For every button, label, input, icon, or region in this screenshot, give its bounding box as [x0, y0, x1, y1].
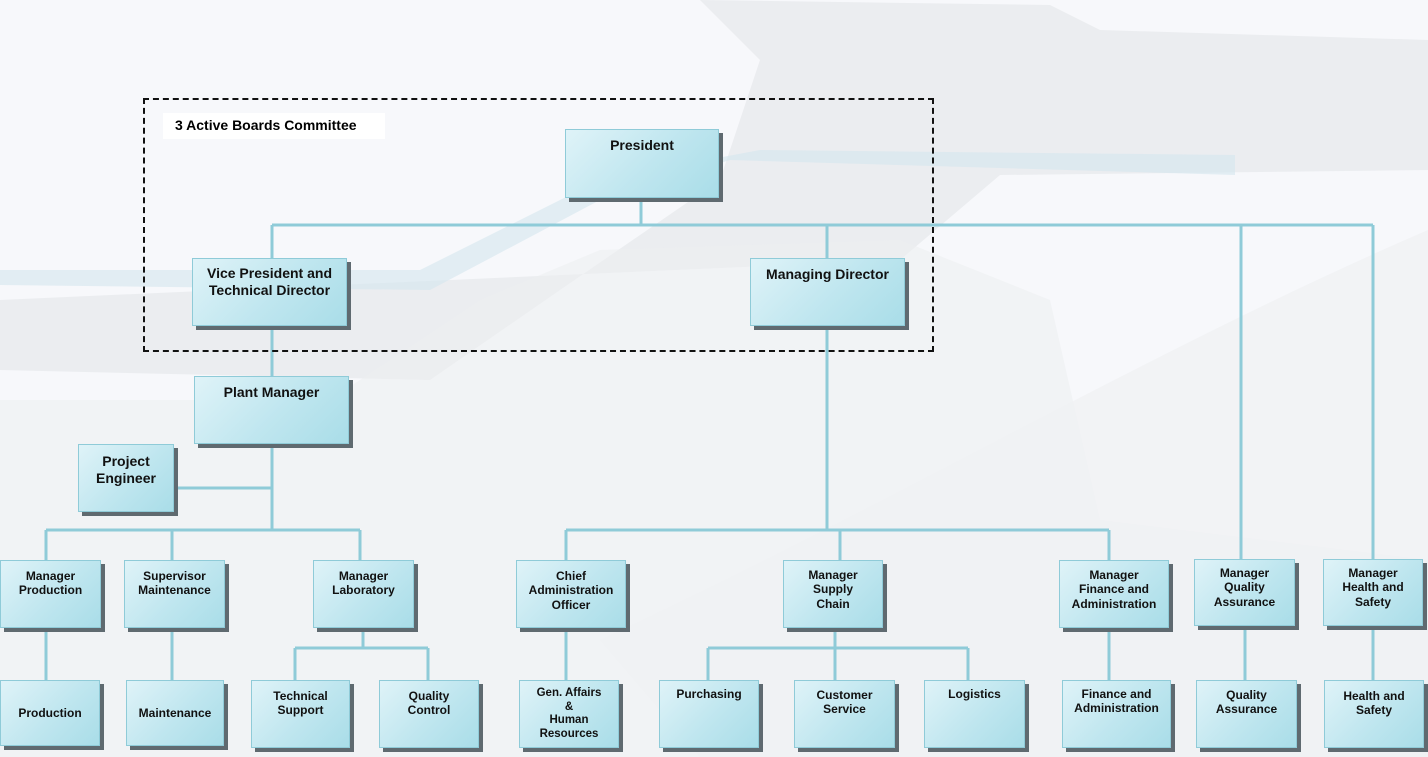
node-production[interactable]: Production [0, 680, 100, 746]
node-manager-finance-administration[interactable]: Manager Finance and Administration [1059, 560, 1169, 628]
node-logistics[interactable]: Logistics [924, 680, 1025, 748]
node-purchasing[interactable]: Purchasing [659, 680, 759, 748]
node-manager-supply-chain[interactable]: Manager Supply Chain [783, 560, 883, 628]
node-manager-production[interactable]: Manager Production [0, 560, 101, 628]
node-finance-administration[interactable]: Finance and Administration [1062, 680, 1171, 748]
node-customer-service[interactable]: Customer Service [794, 680, 895, 748]
node-president[interactable]: President [565, 129, 719, 198]
node-technical-support[interactable]: Technical Support [251, 680, 350, 748]
node-quality-control[interactable]: Quality Control [379, 680, 479, 748]
committee-label: 3 Active Boards Committee [163, 113, 385, 139]
node-chief-administration-officer[interactable]: Chief Administration Officer [516, 560, 626, 628]
active-boards-committee-frame [143, 98, 934, 352]
node-manager-health-safety[interactable]: Manager Health and Safety [1323, 559, 1423, 626]
node-supervisor-maintenance[interactable]: Supervisor Maintenance [124, 560, 225, 628]
node-manager-quality-assurance[interactable]: Manager Quality Assurance [1194, 559, 1295, 626]
node-manager-laboratory[interactable]: Manager Laboratory [313, 560, 414, 628]
node-health-safety[interactable]: Health and Safety [1324, 680, 1424, 748]
node-project-engineer[interactable]: Project Engineer [78, 444, 174, 512]
node-gen-affairs-human-resources[interactable]: Gen. Affairs & Human Resources [519, 680, 619, 748]
node-quality-assurance[interactable]: Quality Assurance [1196, 680, 1297, 748]
node-managing-director[interactable]: Managing Director [750, 258, 905, 326]
node-plant-manager[interactable]: Plant Manager [194, 376, 349, 444]
node-maintenance[interactable]: Maintenance [126, 680, 224, 746]
node-vp-technical-director[interactable]: Vice President and Technical Director [192, 258, 347, 326]
